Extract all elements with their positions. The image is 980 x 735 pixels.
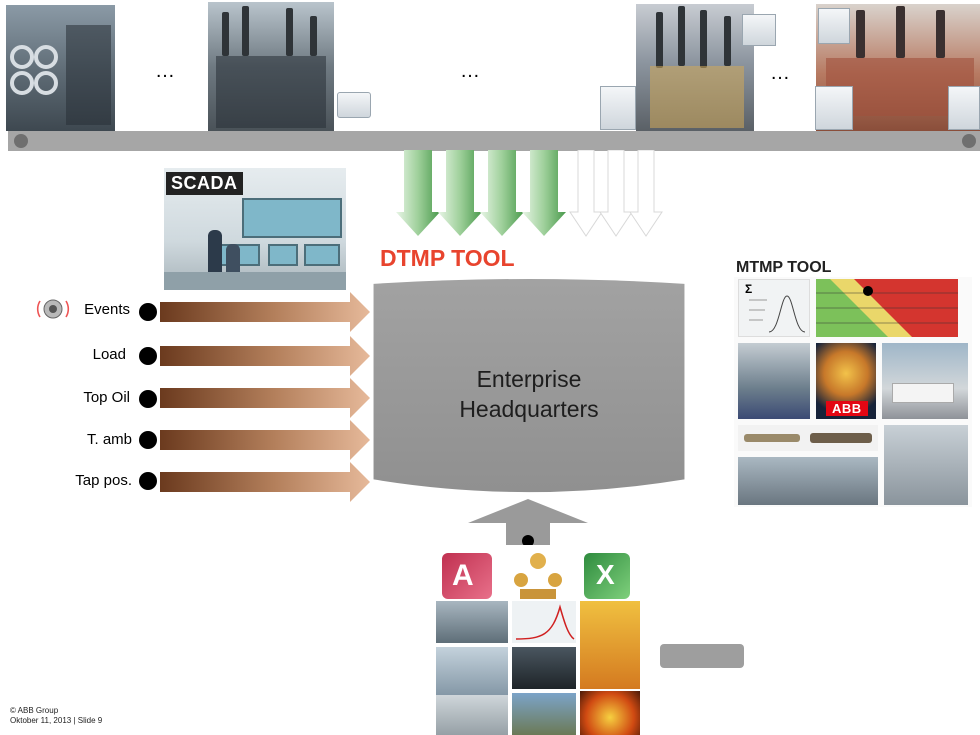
enterprise-database-cylinder: [373, 278, 685, 493]
outline-arrow-1: [569, 150, 603, 237]
input-arrow-t-amb: [160, 420, 370, 460]
lineman-tile: [580, 601, 640, 689]
ellipsis-2: …: [460, 60, 481, 82]
slide-footer: © ABB Group Oktober 11, 2013 | Slide 9: [10, 706, 102, 726]
input-bullet-top-oil: [139, 390, 157, 408]
input-label-t-amb: T. amb: [86, 431, 132, 448]
power-plant-tile: [436, 601, 508, 643]
bus-end-left: [14, 134, 28, 148]
input-bullet-tap-pos: [139, 472, 157, 490]
green-arrow-3: [480, 150, 524, 236]
input-bullet-t-amb: [139, 431, 157, 449]
enterprise-headquarters-label: Enterprise Headquarters: [370, 364, 688, 424]
bus-end-right: [962, 134, 976, 148]
input-bullet-events: [139, 303, 157, 321]
data-flow-arrows: [396, 150, 663, 237]
formula-sketch-tile: Σ: [738, 279, 810, 337]
excel-icon: X: [584, 553, 630, 599]
monitoring-cabinet-2: [815, 86, 853, 130]
curve-plot-tile: [512, 601, 576, 643]
abb-logo: ABB: [826, 401, 868, 416]
data-sources-collage: A X: [428, 545, 645, 735]
transformer-photo-3: [636, 4, 754, 131]
communication-bus: [8, 131, 980, 151]
service-truck-tile: [882, 343, 968, 419]
outline-arrow-3: [629, 150, 663, 237]
input-label-events: Events: [84, 301, 130, 318]
dtmp-tool-title: DTMP TOOL: [380, 245, 515, 271]
alarm-icon: [36, 299, 70, 319]
monitoring-device-3: [818, 8, 850, 44]
monitoring-device-1: [337, 92, 371, 118]
substation-tile: [738, 457, 878, 505]
scada-photo: [164, 168, 346, 290]
green-arrow-2: [438, 150, 482, 236]
input-label-load: Load: [92, 346, 126, 363]
copyright: © ABB Group: [10, 706, 59, 715]
enterprise-line-2: Headquarters: [459, 396, 599, 422]
input-arrow-top-oil: [160, 378, 370, 418]
enterprise-line-1: Enterprise: [476, 366, 582, 392]
org-chart-icon: [512, 551, 564, 601]
trucks-tile: [436, 695, 508, 735]
scada-label: SCADA: [166, 172, 243, 195]
monitoring-cabinet-1: [600, 86, 636, 130]
monitoring-device-2: [742, 14, 776, 46]
input-label-top-oil: Top Oil: [83, 389, 130, 406]
upload-arrow: [468, 499, 588, 551]
transformer-photo-1: [6, 5, 115, 131]
cable-test-tile: [738, 343, 810, 419]
brain-tile: ABB: [816, 343, 876, 419]
input-arrow-tap-pos: [160, 462, 370, 502]
mtmp-collage: Σ ABB: [734, 277, 972, 507]
transformer-photo-2: [208, 2, 334, 131]
insulators-tile: [436, 647, 508, 699]
insulator-tile: [884, 425, 968, 505]
fire-tile: [580, 691, 640, 735]
access-icon: A: [442, 553, 492, 599]
risk-matrix-tile: [816, 279, 958, 337]
bushing-parts-tile: [738, 425, 878, 451]
green-arrow-1: [396, 150, 440, 236]
slide-date: Oktober 11, 2013 | Slide 9: [10, 716, 103, 725]
monitoring-cabinet-3: [948, 86, 980, 130]
input-arrow-events: [160, 292, 370, 332]
mtmp-tool-title: MTMP TOOL: [736, 259, 832, 276]
ellipsis-1: …: [155, 60, 176, 82]
sigma-glyph: Σ: [745, 282, 753, 296]
outline-arrow-2: [599, 150, 633, 237]
input-bullet-load: [139, 347, 157, 365]
field-tile: [512, 693, 576, 735]
ellipsis-3: …: [770, 62, 791, 84]
input-arrow-load: [160, 336, 370, 376]
input-arrows: [160, 292, 370, 502]
side-connector: [660, 644, 744, 668]
technician-tile: [512, 647, 576, 689]
input-label-tap-pos: Tap pos.: [75, 472, 132, 489]
green-arrow-4: [522, 150, 566, 236]
